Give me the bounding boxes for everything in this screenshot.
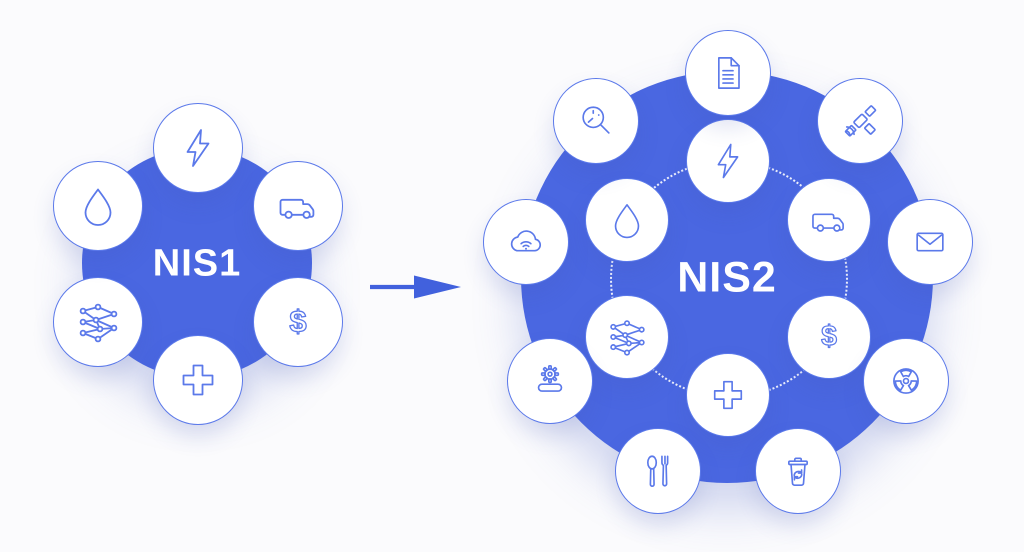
sector-bubble (153, 335, 243, 425)
medical-cross-icon (713, 380, 743, 410)
right-arrow-icon (370, 275, 461, 299)
nis1-label: NIS1 (152, 242, 242, 285)
sector-bubble: $ (787, 294, 872, 379)
lightning-icon (186, 129, 210, 167)
sector-bubble (507, 337, 594, 424)
magnifier-clock-icon (582, 106, 610, 134)
sector-bubble (553, 77, 640, 164)
sector-bubble (52, 277, 143, 367)
gear-machine-icon (538, 364, 563, 392)
sector-bubble (584, 177, 669, 262)
nis2-label: NIS2 (677, 253, 777, 302)
lightning-icon (717, 143, 739, 179)
satellite-icon (844, 105, 876, 137)
dollar-icon: $ (289, 303, 308, 339)
sector-bubble (52, 161, 143, 251)
radiation-icon (892, 367, 919, 394)
svg-text:$: $ (821, 320, 837, 352)
truck-icon (280, 198, 315, 219)
network-icon (79, 303, 117, 343)
cloud-wifi-icon (510, 230, 542, 252)
sector-bubble (816, 77, 903, 164)
trash-recycle-icon (788, 457, 809, 486)
water-drop-icon (614, 203, 639, 238)
sector-bubble (686, 353, 770, 437)
document-icon (718, 57, 740, 89)
truck-icon (812, 212, 845, 232)
sector-bubble: $ (253, 277, 344, 367)
envelope-icon (916, 232, 944, 252)
sector-bubble (153, 103, 243, 193)
sector-bubble (686, 119, 770, 203)
cutlery-icon (646, 455, 669, 487)
svg-text:$: $ (290, 304, 307, 339)
water-drop-icon (84, 188, 111, 226)
dollar-icon: $ (821, 320, 838, 353)
medical-cross-icon (182, 364, 214, 396)
sector-bubble (787, 177, 872, 262)
sector-bubble (685, 30, 771, 116)
sector-bubble (886, 199, 973, 286)
sector-bubble (862, 337, 949, 424)
sector-bubble (483, 199, 570, 286)
sector-bubble (614, 427, 701, 514)
network-icon (609, 319, 645, 356)
sector-bubble (253, 161, 344, 251)
sector-bubble (584, 294, 669, 379)
sector-bubble (755, 427, 842, 514)
